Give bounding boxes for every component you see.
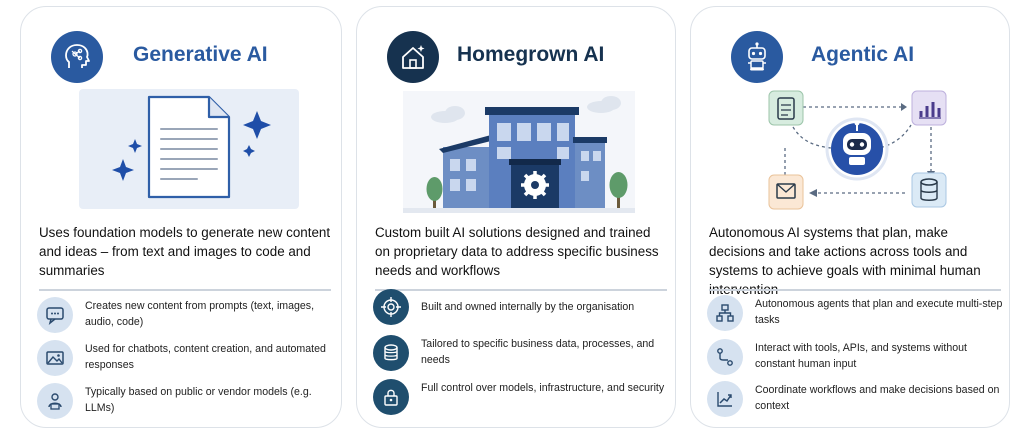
house-sparkle-icon [387, 31, 439, 83]
robot-icon [731, 31, 783, 83]
card-title: Agentic AI [811, 43, 915, 66]
chat-bubble-icon [37, 297, 73, 333]
bullet-item: Autonomous agents that plan and execute … [707, 295, 1003, 335]
crosshair-icon [373, 289, 409, 325]
bullet-item: Typically based on public or vendor mode… [37, 383, 333, 423]
bullet-text: Autonomous agents that plan and execute … [755, 298, 1003, 326]
card-description: Uses foundation models to generate new c… [39, 225, 331, 278]
bullet-text: Tailored to specific business data, proc… [421, 338, 655, 366]
bullet-text: Used for chatbots, content creation, and… [85, 343, 326, 371]
bullet-item: Coordinate workflows and make decisions … [707, 381, 1003, 421]
homegrown-ai-card: Homegrown AI Custom built AI solutions d… [356, 6, 676, 428]
brain-head-icon [51, 31, 103, 83]
card-title: Homegrown AI [457, 43, 605, 66]
generative-ai-card: Generative AI Uses foundation models to … [20, 6, 342, 428]
bullet-text: Coordinate workflows and make decisions … [755, 384, 1000, 412]
divider [709, 289, 1001, 291]
person-laptop-icon [37, 383, 73, 419]
bullet-text: Typically based on public or vendor mode… [85, 386, 312, 414]
bullet-item: Built and owned internally by the organi… [373, 289, 669, 329]
divider [375, 289, 667, 291]
bullet-text: Creates new content from prompts (text, … [85, 300, 315, 328]
card-title: Generative AI [133, 43, 268, 66]
divider [39, 289, 331, 291]
agentic-ai-card: Agentic AI Autonomous AI systems that [690, 6, 1010, 428]
hierarchy-icon [707, 295, 743, 331]
bullet-item: Interact with tools, APIs, and systems w… [707, 339, 1003, 379]
card-description: Autonomous AI systems that plan, make de… [709, 225, 981, 297]
image-icon [37, 340, 73, 376]
agent-workflow-illustration [768, 90, 947, 210]
bullet-item: Creates new content from prompts (text, … [37, 297, 333, 337]
bullet-item: Full control over models, infrastructure… [373, 379, 669, 419]
bullet-text: Built and owned internally by the organi… [421, 301, 635, 313]
workflow-path-icon [707, 339, 743, 375]
database-icon [373, 335, 409, 371]
bullet-item: Tailored to specific business data, proc… [373, 335, 669, 375]
bullet-text: Interact with tools, APIs, and systems w… [755, 342, 967, 370]
card-description: Custom built AI solutions designed and t… [375, 225, 659, 278]
document-sparkle-illustration [79, 89, 299, 209]
bullet-item: Used for chatbots, content creation, and… [37, 340, 333, 380]
trend-chart-icon [707, 381, 743, 417]
lock-icon [373, 379, 409, 415]
building-illustration [403, 91, 635, 213]
bullet-text: Full control over models, infrastructure… [421, 382, 665, 394]
